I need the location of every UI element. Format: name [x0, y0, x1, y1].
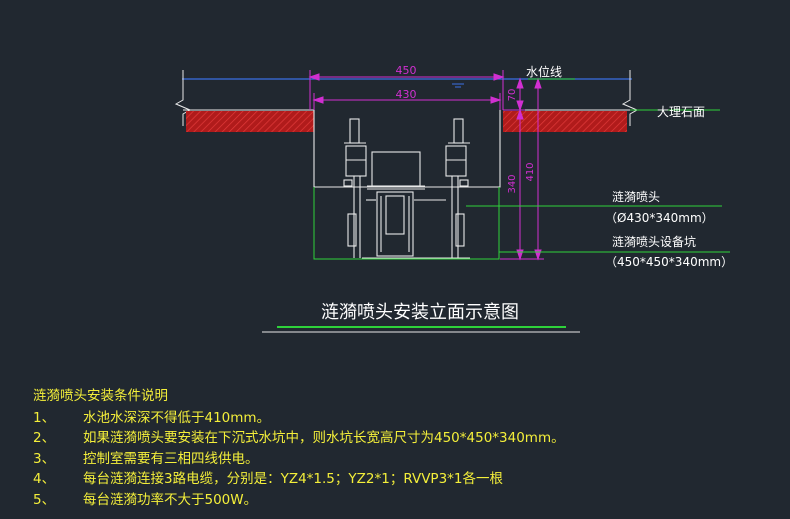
ripple-nozzle: [343, 118, 470, 259]
dim-450-label: 450: [396, 64, 417, 77]
ground-hatch-right: [503, 111, 627, 132]
nozzle-name-label: 涟漪喷头: [612, 189, 660, 204]
water-line-label: 水位线: [526, 64, 562, 79]
dim-70-label: 70: [507, 89, 518, 102]
drawing-title: 涟漪喷头安装立面示意图: [321, 302, 519, 323]
note-item: 3、 控制室需要有三相四线供电。: [33, 449, 773, 470]
dim-410-label: 410: [525, 162, 536, 181]
ground-hatch-left: [186, 111, 314, 132]
installation-notes: 涟漪喷头安装条件说明 1、 水池水深深不得低于410mm。 2、 如果涟漪喷头要…: [33, 386, 773, 510]
note-text: 每台涟漪功率不大于500W。: [83, 491, 258, 508]
note-item: 2、 如果涟漪喷头要安装在下沉式水坑中，则水坑长宽高尺寸为450*450*340…: [33, 428, 773, 449]
note-item: 1、 水池水深深不得低于410mm。: [33, 408, 773, 429]
pit-walls-lower: [313, 187, 500, 260]
leader-lines: [466, 78, 730, 253]
note-item: 5、 每台涟漪功率不大于500W。: [33, 490, 773, 511]
note-number: 5、: [33, 491, 56, 508]
note-number: 3、: [33, 450, 56, 467]
note-text: 控制室需要有三相四线供电。: [83, 450, 259, 467]
note-text: 如果涟漪喷头要安装在下沉式水坑中，则水坑长宽高尺寸为450*450*340mm。: [83, 430, 565, 446]
note-number: 4、: [33, 471, 56, 487]
dim-340-label: 340: [507, 174, 518, 193]
note-number: 2、: [33, 430, 56, 446]
equipment-pit: [313, 110, 501, 188]
note-number: 1、: [33, 409, 56, 426]
notes-heading: 涟漪喷头安装条件说明: [33, 388, 168, 404]
note-text: 水池水深深不得低于410mm。: [83, 409, 271, 426]
nozzle-spec-label: （Ø430*340mm）: [605, 211, 714, 225]
dim-430-label: 430: [396, 88, 417, 101]
note-text: 每台涟漪连接3路电缆，分别是：YZ4*1.5；YZ2*1；RVVP3*1各一根: [83, 471, 503, 487]
water-level-marker: [452, 83, 464, 88]
marble-surface-label: 大理石面: [657, 105, 705, 119]
pit-name-label: 涟漪喷头设备坑: [612, 234, 696, 249]
pit-spec-label: （450*450*340mm）: [605, 255, 733, 269]
note-item: 4、 每台涟漪连接3路电缆，分别是：YZ4*1.5；YZ2*1；RVVP3*1各…: [33, 469, 773, 490]
